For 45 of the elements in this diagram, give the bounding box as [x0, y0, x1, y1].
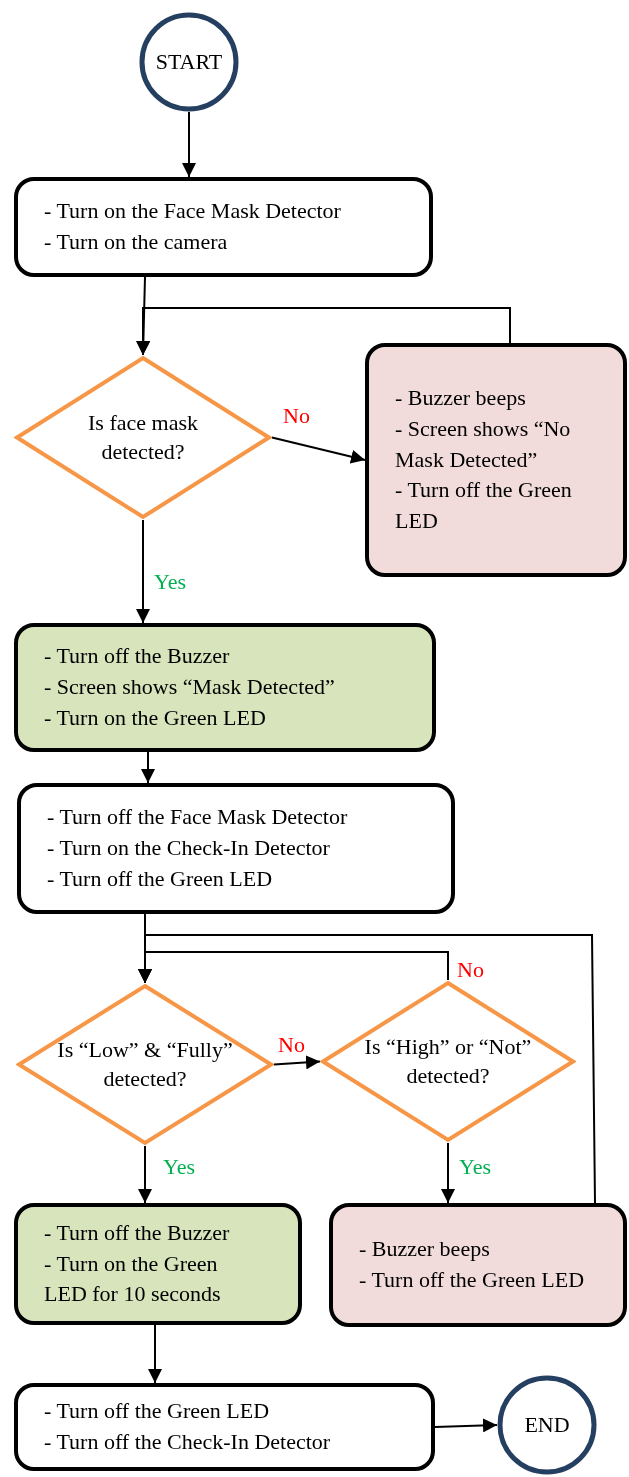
- step-text: - Turn on the Check-In Detector: [47, 834, 331, 863]
- step-text: - Screen shows “Mask Detected”: [44, 673, 336, 702]
- arrow: [136, 307, 511, 356]
- step-text: - Turn off the Green LED: [359, 1266, 586, 1294]
- terminal-label: START: [155, 47, 223, 76]
- terminal-circle: [139, 12, 239, 112]
- process-box: [14, 1383, 435, 1471]
- arrow: [148, 1324, 162, 1384]
- step-text: - Turn off the Face Mask Detector: [47, 803, 349, 832]
- step-text: - Buzzer beeps: [395, 384, 527, 412]
- process-box: [14, 177, 433, 277]
- arrow: [138, 934, 596, 1204]
- step-text: - Turn on the Face Mask Detector: [44, 197, 342, 226]
- terminal-circle: [497, 1375, 597, 1475]
- step-text: - Turn off the Green LED: [395, 476, 573, 536]
- arrow: [441, 1142, 455, 1204]
- decision-diamond: [16, 983, 274, 1146]
- arrow: [434, 1418, 498, 1433]
- step-text: - Turn off the Buzzer: [44, 1218, 231, 1247]
- step-text: - Buzzer beeps: [359, 1235, 491, 1264]
- step-text: - Turn off the Buzzer: [44, 642, 231, 671]
- question-text: Is “High” or “Not” detected?: [363, 1032, 533, 1090]
- step-text: - Turn on the Green LED: [44, 703, 267, 732]
- terminal-label: END: [524, 1410, 570, 1439]
- decision-diamond: [320, 980, 576, 1143]
- decision-diamond: [14, 355, 272, 520]
- arrow: [271, 436, 366, 464]
- step-text: - Turn off the Green LED: [47, 864, 274, 893]
- process-box: [365, 343, 627, 577]
- arrow: [182, 111, 196, 178]
- step-text: - Turn off the Green LED: [44, 1397, 271, 1426]
- arrow: [141, 751, 155, 784]
- process-box: [17, 783, 455, 914]
- process-box: [329, 1203, 627, 1327]
- step-text: - Turn on the Green LED for 10 seconds: [44, 1249, 222, 1309]
- question-text: Is face mask detected?: [87, 408, 199, 466]
- step-text: - Turn off the Check-In Detector: [44, 1428, 332, 1456]
- process-box: [14, 623, 436, 752]
- process-box: [14, 1203, 302, 1325]
- arrow: [138, 1145, 152, 1204]
- step-text: - Screen shows “No Mask Detected”: [395, 414, 572, 474]
- question-text: Is “Low” & “Fully” detected?: [56, 1035, 234, 1093]
- step-text: - Turn on the camera: [44, 228, 229, 256]
- arrow: [136, 519, 150, 624]
- arrow: [273, 1055, 321, 1070]
